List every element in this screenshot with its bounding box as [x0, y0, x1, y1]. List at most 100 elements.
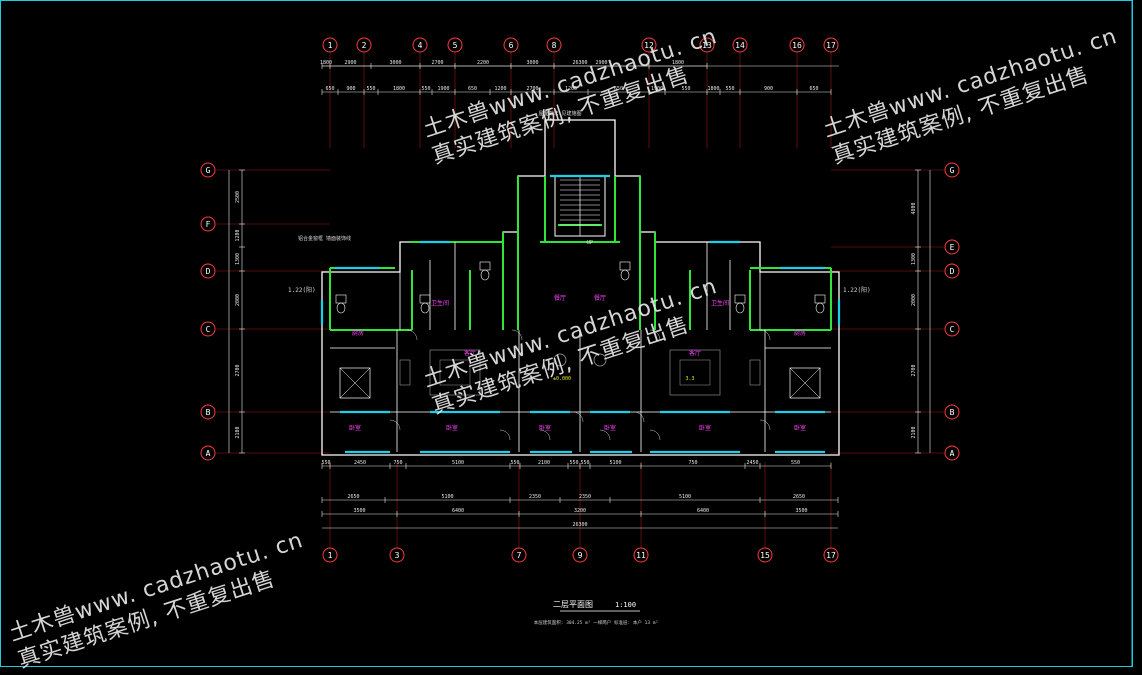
- toilet-symbol: [814, 294, 826, 304]
- bed-symbol: [789, 367, 821, 399]
- dimension-text: 2000: [911, 294, 917, 306]
- coffee-table: [439, 359, 471, 386]
- sofa-set: [429, 349, 481, 396]
- axis-bubble: [200, 404, 216, 420]
- dimension-text: 1900: [651, 86, 663, 92]
- dimension-text: 650: [468, 86, 477, 92]
- door-swing: [649, 429, 661, 441]
- dimension-text: 3000: [526, 60, 538, 66]
- axis-bubble: [944, 404, 960, 420]
- axis-label: 5: [453, 41, 458, 50]
- door-swing: [633, 411, 645, 423]
- axis-bubble: [447, 37, 463, 53]
- axis-bubble: [322, 37, 338, 53]
- dimension-text: 2450: [354, 460, 366, 466]
- dimension-text: 2900: [344, 60, 356, 66]
- dimension-text: 650: [614, 86, 623, 92]
- door-swing: [759, 419, 771, 431]
- axis-label: A: [206, 449, 211, 458]
- axis-label: 17: [826, 551, 836, 560]
- dimension-text: 550: [791, 460, 800, 466]
- dimension-text: 2700: [235, 364, 241, 376]
- dimension-text: 1800: [707, 86, 719, 92]
- axis-bubble: [389, 547, 405, 563]
- coffee-table: [679, 359, 711, 386]
- dimension-text: 2700: [911, 364, 917, 376]
- axis-bubble: [200, 162, 216, 178]
- dimension-text: 2650: [347, 494, 359, 500]
- axis-bubble: [823, 37, 839, 53]
- dimension-text: 5100: [609, 460, 621, 466]
- door-swing: [389, 419, 401, 431]
- level-mark: ±0.000: [553, 376, 571, 382]
- room-label: 卧室: [446, 424, 458, 432]
- dimension-text: 2700: [431, 60, 443, 66]
- door-swing: [406, 329, 418, 341]
- door-swing: [572, 411, 584, 423]
- axis-label: 2: [362, 41, 367, 50]
- dimension-text: 1800: [393, 86, 405, 92]
- roof-note: 屋面做法 见建施图: [538, 110, 581, 117]
- axis-label: 17: [826, 41, 836, 50]
- axis-bubble: [732, 37, 748, 53]
- axis-label: D: [950, 267, 955, 276]
- dimension-text: 550: [580, 460, 589, 466]
- axis-label: F: [206, 220, 211, 229]
- dimension-text: 2350: [529, 494, 541, 500]
- toilet-symbol: [619, 261, 631, 271]
- cabinet: [399, 359, 411, 386]
- axis-label: 1: [328, 41, 333, 50]
- axis-bubble: [757, 547, 773, 563]
- axis-label: 13: [702, 41, 712, 50]
- dimension-text: 4800: [911, 202, 917, 214]
- dimension-text: 750: [688, 460, 697, 466]
- bed-symbol-line: [339, 367, 371, 399]
- bed-symbol: [339, 367, 371, 399]
- toilet-bowl: [336, 302, 346, 314]
- axis-label: 7: [517, 551, 522, 560]
- toilet-bowl: [815, 302, 825, 314]
- axis-bubble: [633, 547, 649, 563]
- axis-label: 11: [636, 551, 646, 560]
- axis-label: 16: [792, 41, 802, 50]
- level-mark: 3.3: [685, 376, 694, 382]
- axis-label: 3: [395, 551, 400, 560]
- axis-bubble: [944, 239, 960, 255]
- axis-bubble: [200, 321, 216, 337]
- dimension-text: 550: [321, 460, 330, 466]
- dimension-text: 750: [393, 460, 402, 466]
- dimension-text: 1200: [494, 86, 506, 92]
- dimension-text: 550: [421, 86, 430, 92]
- room-label: 客厅: [464, 349, 476, 357]
- drawing-scale: 1:100: [615, 601, 636, 609]
- axis-label: 1: [328, 551, 333, 560]
- axis-bubble: [944, 321, 960, 337]
- dimension-text: 5100: [452, 460, 464, 466]
- axis-bubble: [412, 37, 428, 53]
- dimension-text: 550: [510, 460, 519, 466]
- toilet-bowl: [735, 302, 745, 314]
- room-label: 卧室: [539, 424, 551, 432]
- dimension-text: 1800: [672, 60, 684, 66]
- axis-label: 9: [578, 551, 583, 560]
- dimension-text: 650: [325, 86, 334, 92]
- dimension-text: 6400: [452, 508, 464, 514]
- dimension-text: 6400: [697, 508, 709, 514]
- drawing-title: 二层平面图: [553, 600, 593, 609]
- dimension-text: 2900: [595, 60, 607, 66]
- door-swing: [511, 329, 523, 341]
- axis-label: 15: [760, 551, 770, 560]
- axis-label: 4: [418, 41, 423, 50]
- axis-bubble: [823, 547, 839, 563]
- dimension-text: 2200: [477, 60, 489, 66]
- axis-bubble: [200, 445, 216, 461]
- axis-label: G: [950, 166, 955, 175]
- dimension-text: 550: [366, 86, 375, 92]
- room-label: 客厅: [689, 349, 701, 357]
- axis-label: 6: [509, 41, 514, 50]
- toilet-symbol: [419, 294, 431, 304]
- toilet-bowl: [420, 302, 430, 314]
- overall-dimension: 26300: [572, 522, 587, 528]
